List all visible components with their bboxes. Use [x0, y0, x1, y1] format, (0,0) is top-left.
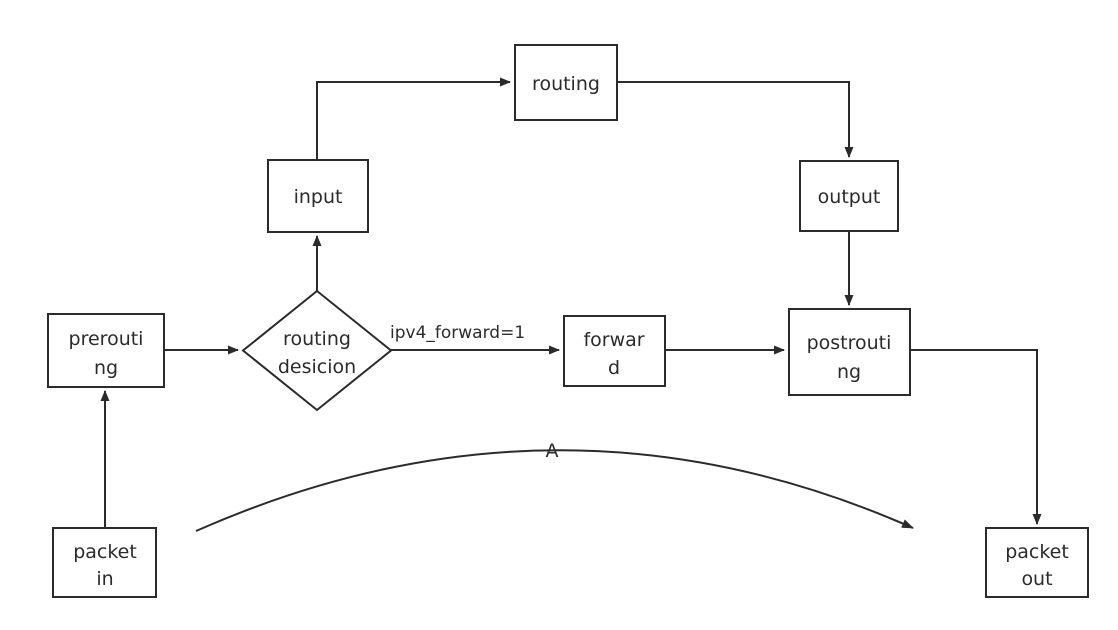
- nodes-layer: prerouti ng routing desicion input routi…: [47, 44, 1089, 598]
- node-routing-label: routing: [532, 73, 600, 95]
- node-prerouting-label-line2: ng: [94, 357, 118, 379]
- node-routing-desicion[interactable]: routing desicion: [241, 289, 393, 412]
- edge-input-to-routing: [316, 77, 511, 160]
- node-prerouting[interactable]: prerouti ng: [47, 313, 165, 388]
- node-output[interactable]: output: [799, 160, 899, 232]
- node-routing-desicion-label-line2: desicion: [278, 356, 356, 378]
- arc-a-label: A: [546, 440, 559, 462]
- node-postrouting-label-line2: ng: [837, 361, 861, 383]
- node-routing[interactable]: routing: [514, 44, 618, 121]
- edges-layer: [100, 77, 1042, 528]
- node-packet-out-shape[interactable]: [985, 527, 1089, 598]
- node-forward[interactable]: forwar d: [563, 315, 666, 387]
- node-prerouting-shape[interactable]: [47, 313, 165, 388]
- node-packet-in-shape[interactable]: [52, 527, 157, 598]
- node-routing-desicion-shape[interactable]: [241, 289, 393, 412]
- node-packet-in[interactable]: packet in: [52, 527, 157, 598]
- node-routing-shape[interactable]: [514, 44, 618, 121]
- arc-a-path: [195, 449, 914, 532]
- node-postrouting[interactable]: postrouti ng: [788, 308, 911, 396]
- node-routing-desicion-label-line1: routing: [283, 328, 351, 350]
- node-forward-label-line2: d: [608, 357, 620, 379]
- arc-a-group: A: [195, 440, 914, 532]
- node-input[interactable]: input: [267, 159, 369, 233]
- node-packet-in-label-line2: in: [96, 568, 113, 590]
- edge-postrouting-to-packet-out: [910, 349, 1042, 525]
- node-forward-shape[interactable]: [563, 315, 666, 387]
- node-input-label: input: [294, 186, 343, 208]
- edge-routing-to-output: [617, 81, 854, 158]
- node-prerouting-label-line1: prerouti: [69, 328, 144, 350]
- edge-label-ipv4-forward: ipv4_forward=1: [390, 323, 525, 343]
- node-postrouting-shape[interactable]: [788, 308, 911, 396]
- node-packet-out[interactable]: packet out: [985, 527, 1089, 598]
- node-packet-in-label-line1: packet: [73, 541, 137, 563]
- node-output-label: output: [818, 186, 881, 208]
- node-forward-label-line1: forwar: [583, 329, 644, 351]
- node-postrouting-label-line1: postrouti: [807, 332, 892, 354]
- node-packet-out-label-line1: packet: [1005, 541, 1069, 563]
- node-input-shape[interactable]: [267, 159, 369, 233]
- node-output-shape[interactable]: [799, 160, 899, 232]
- node-packet-out-label-line2: out: [1021, 568, 1052, 590]
